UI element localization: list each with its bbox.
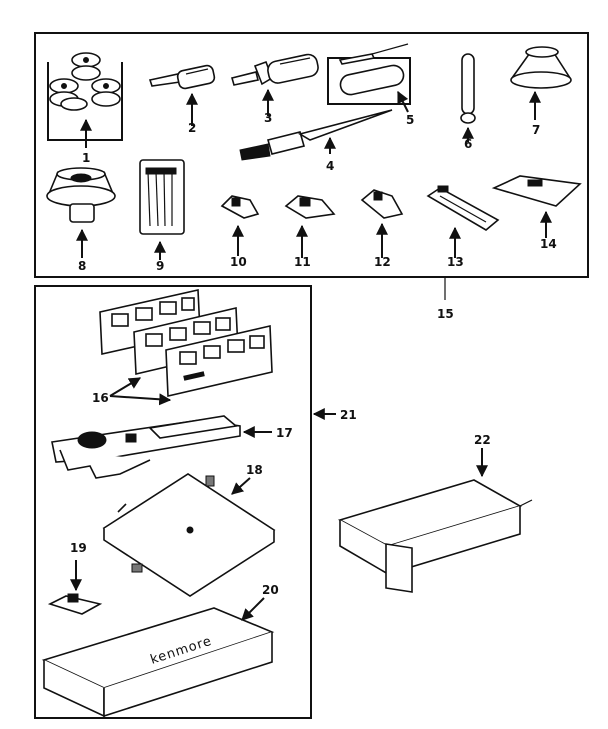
kenmore-box-illustration: kenmore [41,597,275,718]
buttonhole-foot-illustration [426,185,500,258]
accessory-group-frame [34,32,589,278]
part-number-4: 4 [326,159,334,173]
needle-plate-illustration [491,175,582,238]
part-number-8: 8 [78,259,86,273]
template-plate-illustration [102,473,276,597]
part-number-11: 11 [294,255,311,269]
bobbins-illustration [47,52,123,148]
part-number-21: 21 [340,408,357,422]
part-number-3: 3 [264,111,272,125]
part-number-6: 6 [464,137,472,151]
part-number-19: 19 [70,541,87,555]
part-number-16: 16 [92,391,109,405]
large-spool-cap-illustration [46,167,116,258]
part-number-15: 15 [437,307,454,321]
spool-cap-illustration [510,46,572,120]
part-number-10: 10 [230,255,247,269]
part-number-2: 2 [188,121,196,135]
pattern-cams-illustration [99,289,273,406]
presser-foot-10-illustration [220,195,260,256]
brush-tool-illustration [239,109,393,161]
presser-foot-11-illustration [284,195,336,258]
attachment-group-frame [34,285,312,719]
part-number-1: 1 [82,151,90,165]
part-number-22: 22 [474,433,491,447]
part-number-14: 14 [540,237,557,251]
small-screwdriver-illustration [148,64,216,126]
accessory-case-illustration [337,448,533,593]
part-number-9: 9 [156,259,164,273]
spool-pin-illustration [460,53,476,142]
part-number-13: 13 [447,255,464,269]
seam-ripper-package-illustration [327,43,411,113]
needle-pack-illustration [139,159,185,260]
large-screwdriver-illustration [231,53,319,116]
part-number-7: 7 [532,123,540,137]
part-number-18: 18 [246,463,263,477]
part-number-17: 17 [276,426,293,440]
part-number-12: 12 [374,255,391,269]
buttonhole-attachment-illustration [51,415,272,479]
presser-foot-12-illustration [360,189,404,258]
part-number-20: 20 [262,583,279,597]
clamp-screw-illustration [47,560,103,615]
part-number-5: 5 [406,113,414,127]
